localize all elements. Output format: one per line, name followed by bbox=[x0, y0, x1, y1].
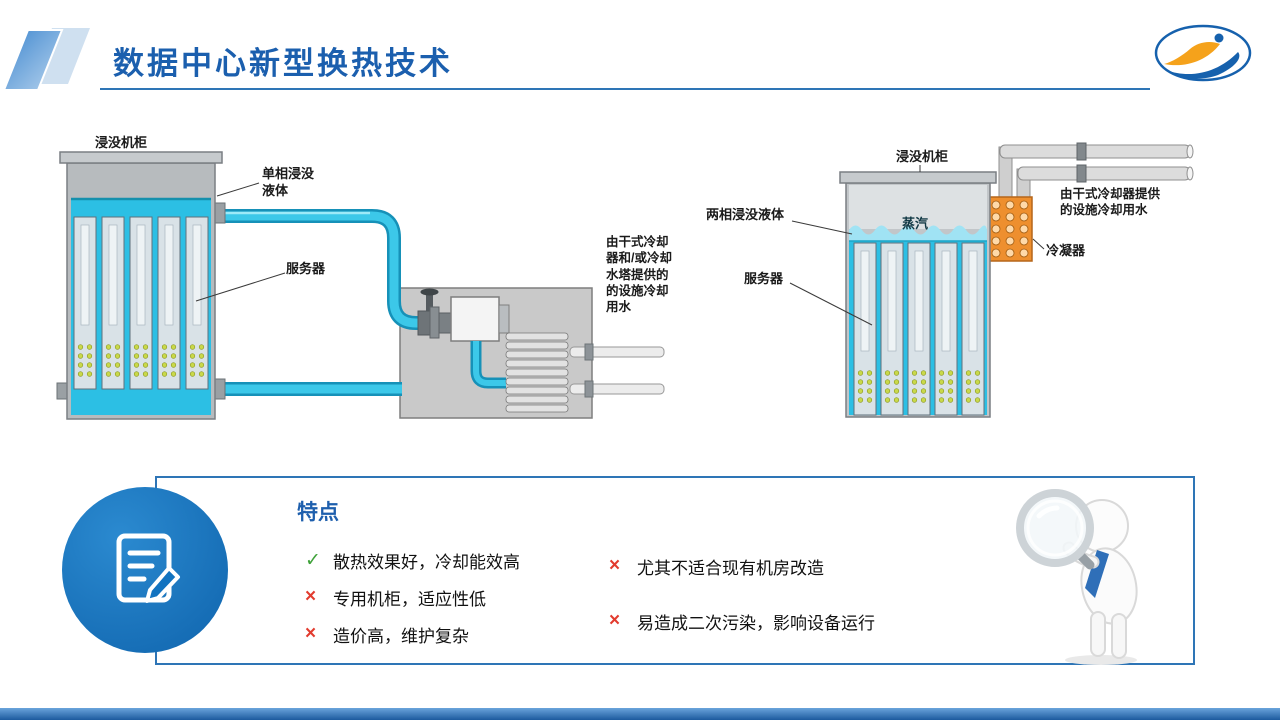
features-panel: 特点 ✓ 散热效果好，冷却能效高 × 专用机柜，适应性低 × 造价高，维护复杂 … bbox=[155, 476, 1195, 665]
heat-exchanger-coil bbox=[505, 332, 569, 413]
features-badge bbox=[62, 487, 228, 653]
features-title: 特点 bbox=[297, 501, 339, 524]
label-server-right: 服务器 bbox=[744, 271, 784, 286]
feature-text: 造价高，维护复杂 bbox=[333, 626, 469, 646]
immersion-tank-left bbox=[56, 151, 226, 420]
server-blade bbox=[961, 242, 985, 416]
company-logo-icon bbox=[1154, 24, 1252, 82]
label-immersion-cabinet-right: 浸没机柜 bbox=[896, 149, 949, 164]
tank-lid bbox=[59, 151, 223, 164]
immersion-tank-right bbox=[839, 171, 997, 418]
cross-icon: × bbox=[609, 610, 621, 631]
server-blade bbox=[185, 216, 209, 390]
leader-line bbox=[195, 272, 286, 302]
pump-assembly bbox=[417, 288, 510, 389]
document-pencil-icon bbox=[116, 533, 180, 603]
header-decoration bbox=[2, 28, 90, 91]
feature-item: × 专用机柜，适应性低 bbox=[305, 585, 520, 609]
leader-line bbox=[216, 182, 260, 197]
two-phase-diagram-graphic bbox=[789, 142, 1194, 418]
cross-icon: × bbox=[609, 555, 621, 576]
feature-text: 专用机柜，适应性低 bbox=[333, 589, 486, 609]
feature-item: ✓ 散热效果好，冷却能效高 bbox=[305, 548, 520, 572]
leader-line bbox=[789, 282, 873, 326]
feature-text: 散热效果好，冷却能效高 bbox=[333, 552, 520, 572]
leader-line bbox=[791, 220, 853, 235]
label-server-left: 服务器 bbox=[286, 261, 326, 276]
feature-item: × 尤其不适合现有机房改造 bbox=[609, 554, 875, 578]
server-blade bbox=[157, 216, 181, 390]
feature-text: 尤其不适合现有机房改造 bbox=[637, 558, 824, 578]
feature-text: 易造成二次污染，影响设备运行 bbox=[637, 613, 875, 633]
label-facility-water-right: 由干式冷却器提供的设施冷却用水 bbox=[1060, 187, 1161, 218]
two-phase-diagram: 两相浸没液体 服务器 浸没机柜 蒸汽 冷凝器 由干式冷却器提供的设施冷却用水 bbox=[700, 133, 1245, 438]
label-facility-water-left: 由干式冷却器和/或冷却水塔提供的的设施冷却用水 bbox=[606, 235, 672, 314]
coolant-pipe-upper bbox=[222, 209, 432, 330]
server-blade bbox=[907, 242, 931, 416]
features-list-right: × 尤其不适合现有机房改造 × 易造成二次污染，影响设备运行 bbox=[609, 554, 875, 664]
page-title: 数据中心新型换热技术 bbox=[113, 46, 453, 81]
outlet-pipe-upper bbox=[569, 346, 665, 358]
bottom-accent-bar bbox=[0, 708, 1280, 720]
server-blade bbox=[101, 216, 125, 390]
features-list-left: ✓ 散热效果好，冷却能效高 × 专用机柜，适应性低 × 造价高，维护复杂 bbox=[305, 548, 520, 659]
cross-icon: × bbox=[305, 623, 317, 644]
tank-lid bbox=[839, 171, 997, 184]
label-condenser: 冷凝器 bbox=[1046, 243, 1086, 258]
label-vapor: 蒸汽 bbox=[902, 216, 929, 231]
cross-icon: × bbox=[305, 586, 317, 607]
condenser bbox=[987, 196, 1033, 262]
outlet-pipe-lower bbox=[569, 383, 665, 395]
deco-parallelogram-blue bbox=[2, 29, 64, 91]
server-blade bbox=[853, 242, 877, 416]
server-blade bbox=[129, 216, 153, 390]
single-phase-diagram: 浸没机柜 单相浸没液体 服务器 由干式冷却器和/或冷却水塔提供的的设施冷却用水 bbox=[40, 133, 690, 438]
label-immersion-cabinet-left: 浸没机柜 bbox=[95, 135, 148, 150]
leader-line bbox=[1032, 238, 1045, 250]
magnifier-figure-icon bbox=[1016, 489, 1138, 665]
server-blade bbox=[934, 242, 958, 416]
feature-item: × 造价高，维护复杂 bbox=[305, 622, 520, 646]
vapor-layer bbox=[849, 225, 987, 245]
server-blade bbox=[73, 216, 97, 390]
facility-water-pipes bbox=[998, 142, 1194, 200]
title-underline bbox=[100, 88, 1150, 90]
feature-item: × 易造成二次污染，影响设备运行 bbox=[609, 609, 875, 633]
label-two-phase-liquid: 两相浸没液体 bbox=[706, 207, 785, 222]
label-single-phase-liquid: 单相浸没液体 bbox=[262, 166, 315, 198]
check-icon: ✓ bbox=[305, 549, 321, 571]
server-blade bbox=[880, 242, 904, 416]
single-phase-diagram-graphic bbox=[56, 151, 665, 420]
